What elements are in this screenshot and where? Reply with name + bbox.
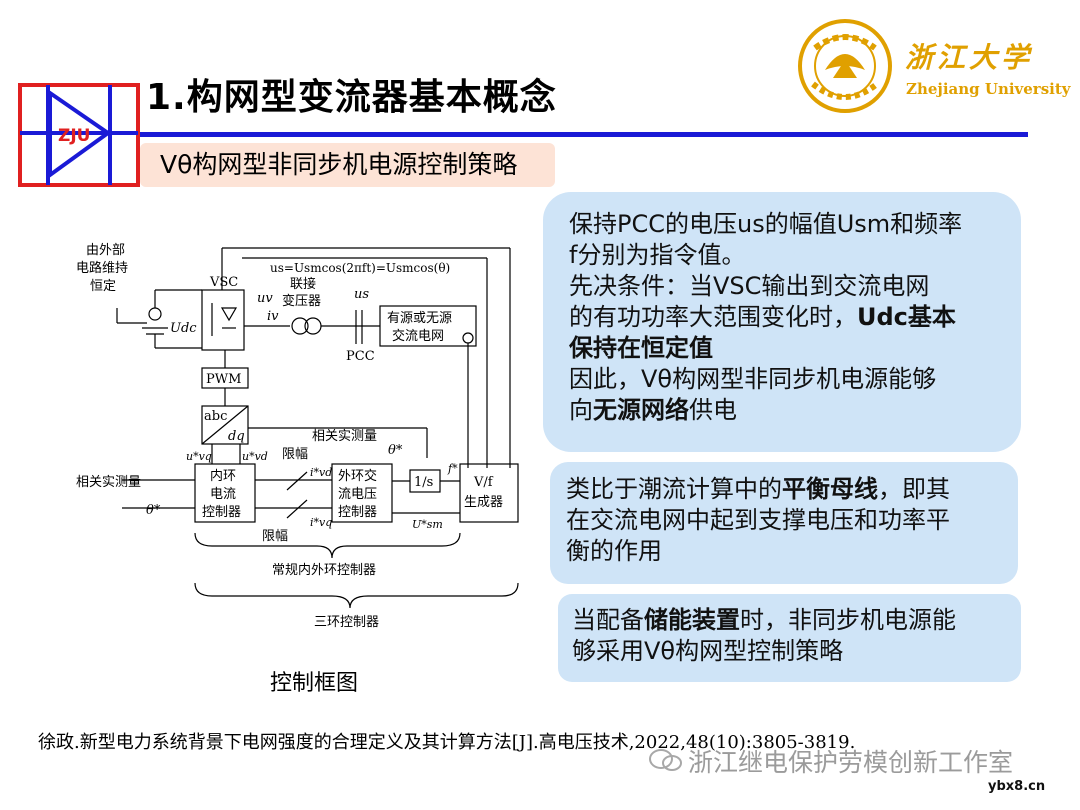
- watermark-text: 浙江继电保护劳模创新工作室: [688, 748, 1014, 777]
- university-emblem-icon: [798, 19, 892, 113]
- title-rule: [140, 132, 1028, 137]
- info-box-slack-bus: 类比于潮流计算中的平衡母线，即其 在交流电网中起到支撑电压和功率平 衡的作用: [550, 462, 1018, 584]
- reference-citation: 徐政.新型电力系统背景下电网强度的合理定义及其计算方法[J].高电压技术,202…: [38, 732, 856, 753]
- box1-line7-pre: 向: [569, 396, 593, 424]
- diagram-abc: abc: [204, 409, 227, 424]
- diagram-outer-3: 控制器: [338, 505, 377, 520]
- diagram-dq: dq: [228, 429, 245, 444]
- diagram-pwm: PWM: [206, 372, 241, 387]
- diagram-vf-1: V/f: [473, 475, 494, 490]
- diagram-udc: Udc: [170, 321, 197, 336]
- diagram-grid-2: 交流电网: [392, 328, 444, 344]
- box1-line4: 的有功功率大范围变化时，: [569, 303, 857, 331]
- box2-line2: 在交流电网中起到支撑电压和功率平: [566, 506, 950, 534]
- box1-line3: 先决条件：当VSC输出到交流电网: [569, 272, 930, 300]
- diagram-limit-bottom: 限幅: [262, 529, 288, 544]
- section-subtitle: Vθ构网型非同步机电源控制策略: [140, 143, 555, 187]
- diagram-label-external-1: 由外部: [86, 243, 125, 258]
- diagram-pcc: PCC: [346, 349, 375, 364]
- diagram-iv: iv: [267, 309, 279, 324]
- diagram-inner-2: 电流: [210, 487, 236, 502]
- diagram-label-external-3: 恒定: [90, 279, 116, 294]
- box1-line1: 保持PCC的电压us的幅值Usm和频率: [569, 210, 963, 238]
- box2-bold: 平衡母线: [782, 475, 878, 503]
- diagram-ivd: i*vd: [310, 466, 332, 479]
- info-box-storage: 当配备储能装置时，非同步机电源能 够采用Vθ构网型控制策略: [558, 594, 1021, 682]
- box1-line7-post: 供电: [689, 396, 737, 424]
- diagram-theta-star-top: θ*: [388, 443, 403, 458]
- diagram-brace-conventional: 常规内外环控制器: [272, 562, 376, 578]
- box3-pre: 当配备: [572, 606, 644, 634]
- diagram-vsc: VSC: [209, 275, 238, 290]
- info-box-conditions: 保持PCC的电压us的幅值Usm和频率 f分别为指令值。 先决条件：当VSC输出…: [543, 192, 1021, 452]
- box2-post: ，即其: [878, 475, 950, 503]
- diagram-limit-top: 限幅: [282, 447, 308, 462]
- box1-bold2: 保持在恒定值: [569, 334, 713, 362]
- zju-logo: ZJU: [18, 83, 140, 187]
- university-name-cn: 浙江大学: [905, 41, 1034, 74]
- diagram-usm: U*sm: [412, 518, 443, 531]
- box3-post: 时，非同步机电源能: [740, 606, 956, 634]
- diagram-brace-three-loop: 三环控制器: [314, 615, 379, 630]
- diagram-theta-star-left: θ*: [146, 503, 161, 518]
- diagram-integrator: 1/s: [414, 475, 433, 490]
- diagram-uvd: u*vd: [242, 450, 268, 463]
- diagram-uv: uv: [257, 291, 273, 306]
- box3-line2: 够采用Vθ构网型控制策略: [572, 637, 844, 665]
- diagram-measure-left: 相关实测量: [76, 475, 141, 490]
- diagram-uvq: u*vq: [186, 450, 212, 463]
- diagram-outer-2: 流电压: [338, 487, 377, 502]
- diagram-ivq: i*vq: [310, 516, 332, 529]
- diagram-us-equation: us=Usmcos(2πft)=Usmcos(θ): [270, 261, 450, 275]
- diagram-fstar: f*: [447, 462, 458, 475]
- diagram-inner-1: 内环: [210, 468, 236, 484]
- diagram-vf-2: 生成器: [464, 495, 503, 510]
- diagram-inner-3: 控制器: [202, 505, 241, 520]
- diagram-measure-top: 相关实测量: [312, 429, 377, 444]
- site-label: ybx8.cn: [988, 779, 1046, 794]
- diagram-us: us: [354, 287, 369, 302]
- diagram-transformer-1: 联接: [290, 276, 316, 292]
- control-block-diagram: 由外部 电路维持 恒定 VSC us=Usmcos(2πft)=Usmcos(θ…: [76, 243, 519, 630]
- diagram-transformer-2: 变压器: [282, 293, 321, 309]
- box1-bold1: Udc基本: [857, 303, 956, 331]
- box1-line2: f分别为指令值。: [569, 241, 746, 269]
- box2-pre: 类比于潮流计算中的: [566, 475, 782, 503]
- university-name-en: Zhejiang University: [906, 80, 1071, 98]
- box3-bold: 储能装置: [644, 606, 740, 634]
- page-title: 1.构网型变流器基本概念: [146, 77, 557, 118]
- diagram-caption: 控制框图: [270, 671, 359, 696]
- box1-line7-bold: 无源网络: [593, 396, 689, 424]
- diagram-grid-1: 有源或无源: [387, 311, 452, 326]
- diagram-outer-1: 外环交: [338, 468, 377, 484]
- logo-text: ZJU: [58, 126, 90, 146]
- wechat-icon: [649, 749, 682, 771]
- diagram-label-external-2: 电路维持: [76, 260, 128, 276]
- box2-line3: 衡的作用: [566, 537, 662, 565]
- box1-line6: 因此，Vθ构网型非同步机电源能够: [569, 365, 937, 393]
